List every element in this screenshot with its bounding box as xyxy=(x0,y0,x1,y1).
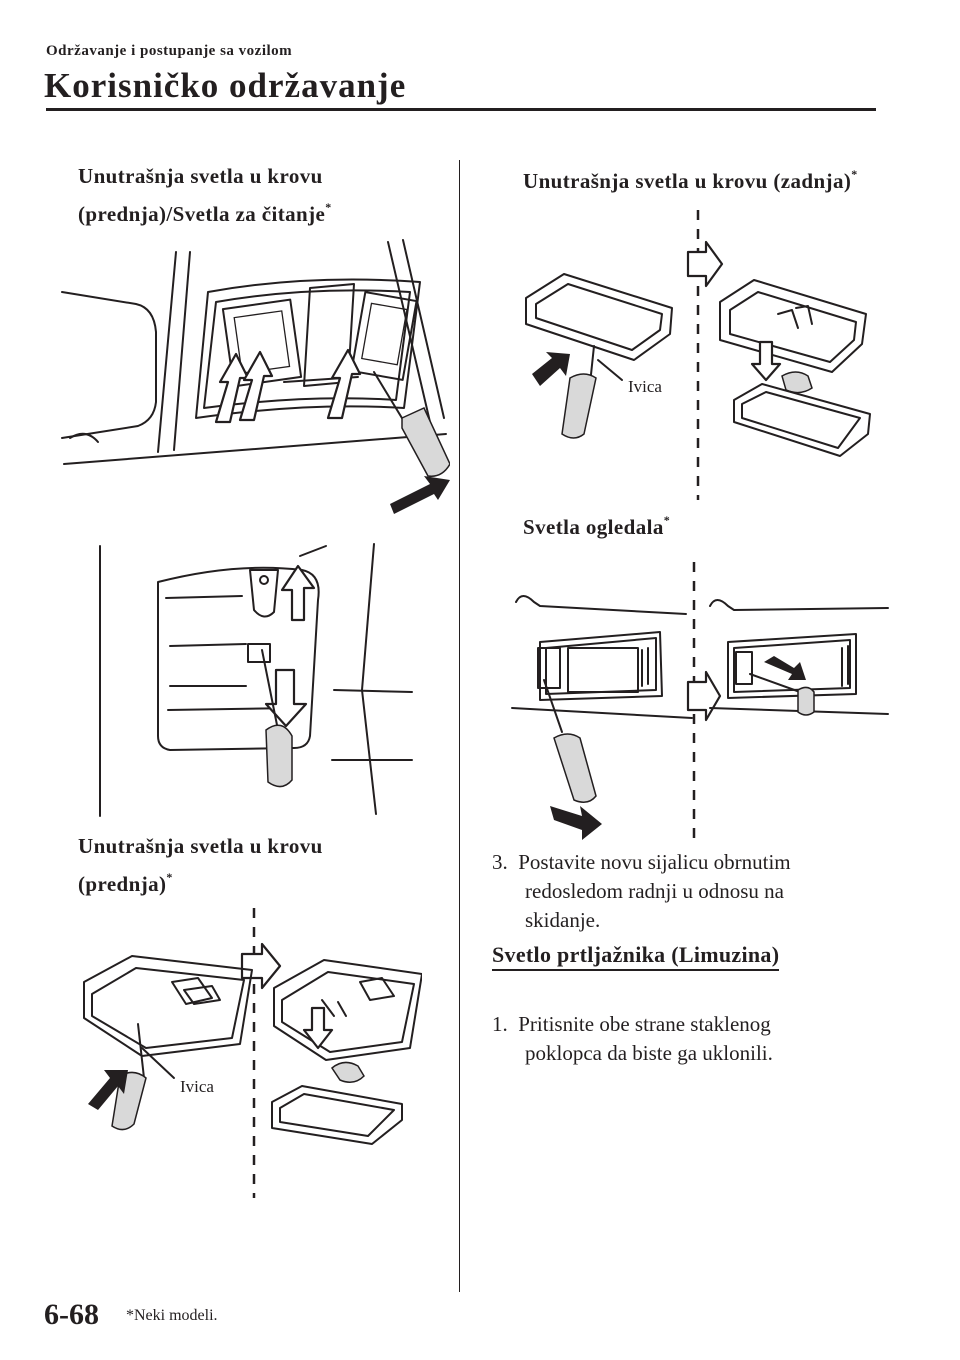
subheading-trunk-light: Svetlo prtljažnika (Limuzina) xyxy=(492,942,780,971)
step-3: 3. Postavite novu sijalicu obrnutim redo… xyxy=(492,850,791,932)
page-title: Korisničko održavanje xyxy=(44,66,407,105)
caption-front-light: Unutrašnja svetla u krovu (prednja)* xyxy=(78,834,323,896)
caption-front-reading-lights: Unutrašnja svetla u krovu (prednja)/Svet… xyxy=(78,164,332,226)
title-rule xyxy=(46,108,876,111)
section-header: Održavanje i postupanje sa vozilom xyxy=(46,43,293,59)
rear-light-illustration: Ivica xyxy=(525,210,871,500)
page-number: 6-68 xyxy=(44,1298,99,1331)
edge-label-right: Ivica xyxy=(628,377,662,396)
front-light-bulb-illustration xyxy=(99,543,413,817)
step-1: 1. Pritisnite obe strane staklenog poklo… xyxy=(492,1012,773,1065)
footnote: *Neki modeli. xyxy=(126,1307,218,1324)
front-light-lens-removal-illustration: Ivica xyxy=(83,908,422,1198)
caption-rear-light: Unutrašnja svetla u krovu (zadnja)* xyxy=(523,167,858,193)
caption-mirror-light: Svetla ogledala* xyxy=(523,513,671,539)
column-divider xyxy=(459,160,460,1292)
edge-label-left: Ivica xyxy=(180,1077,214,1096)
mirror-light-illustration xyxy=(511,562,889,844)
reading-lights-illustration xyxy=(61,239,450,514)
